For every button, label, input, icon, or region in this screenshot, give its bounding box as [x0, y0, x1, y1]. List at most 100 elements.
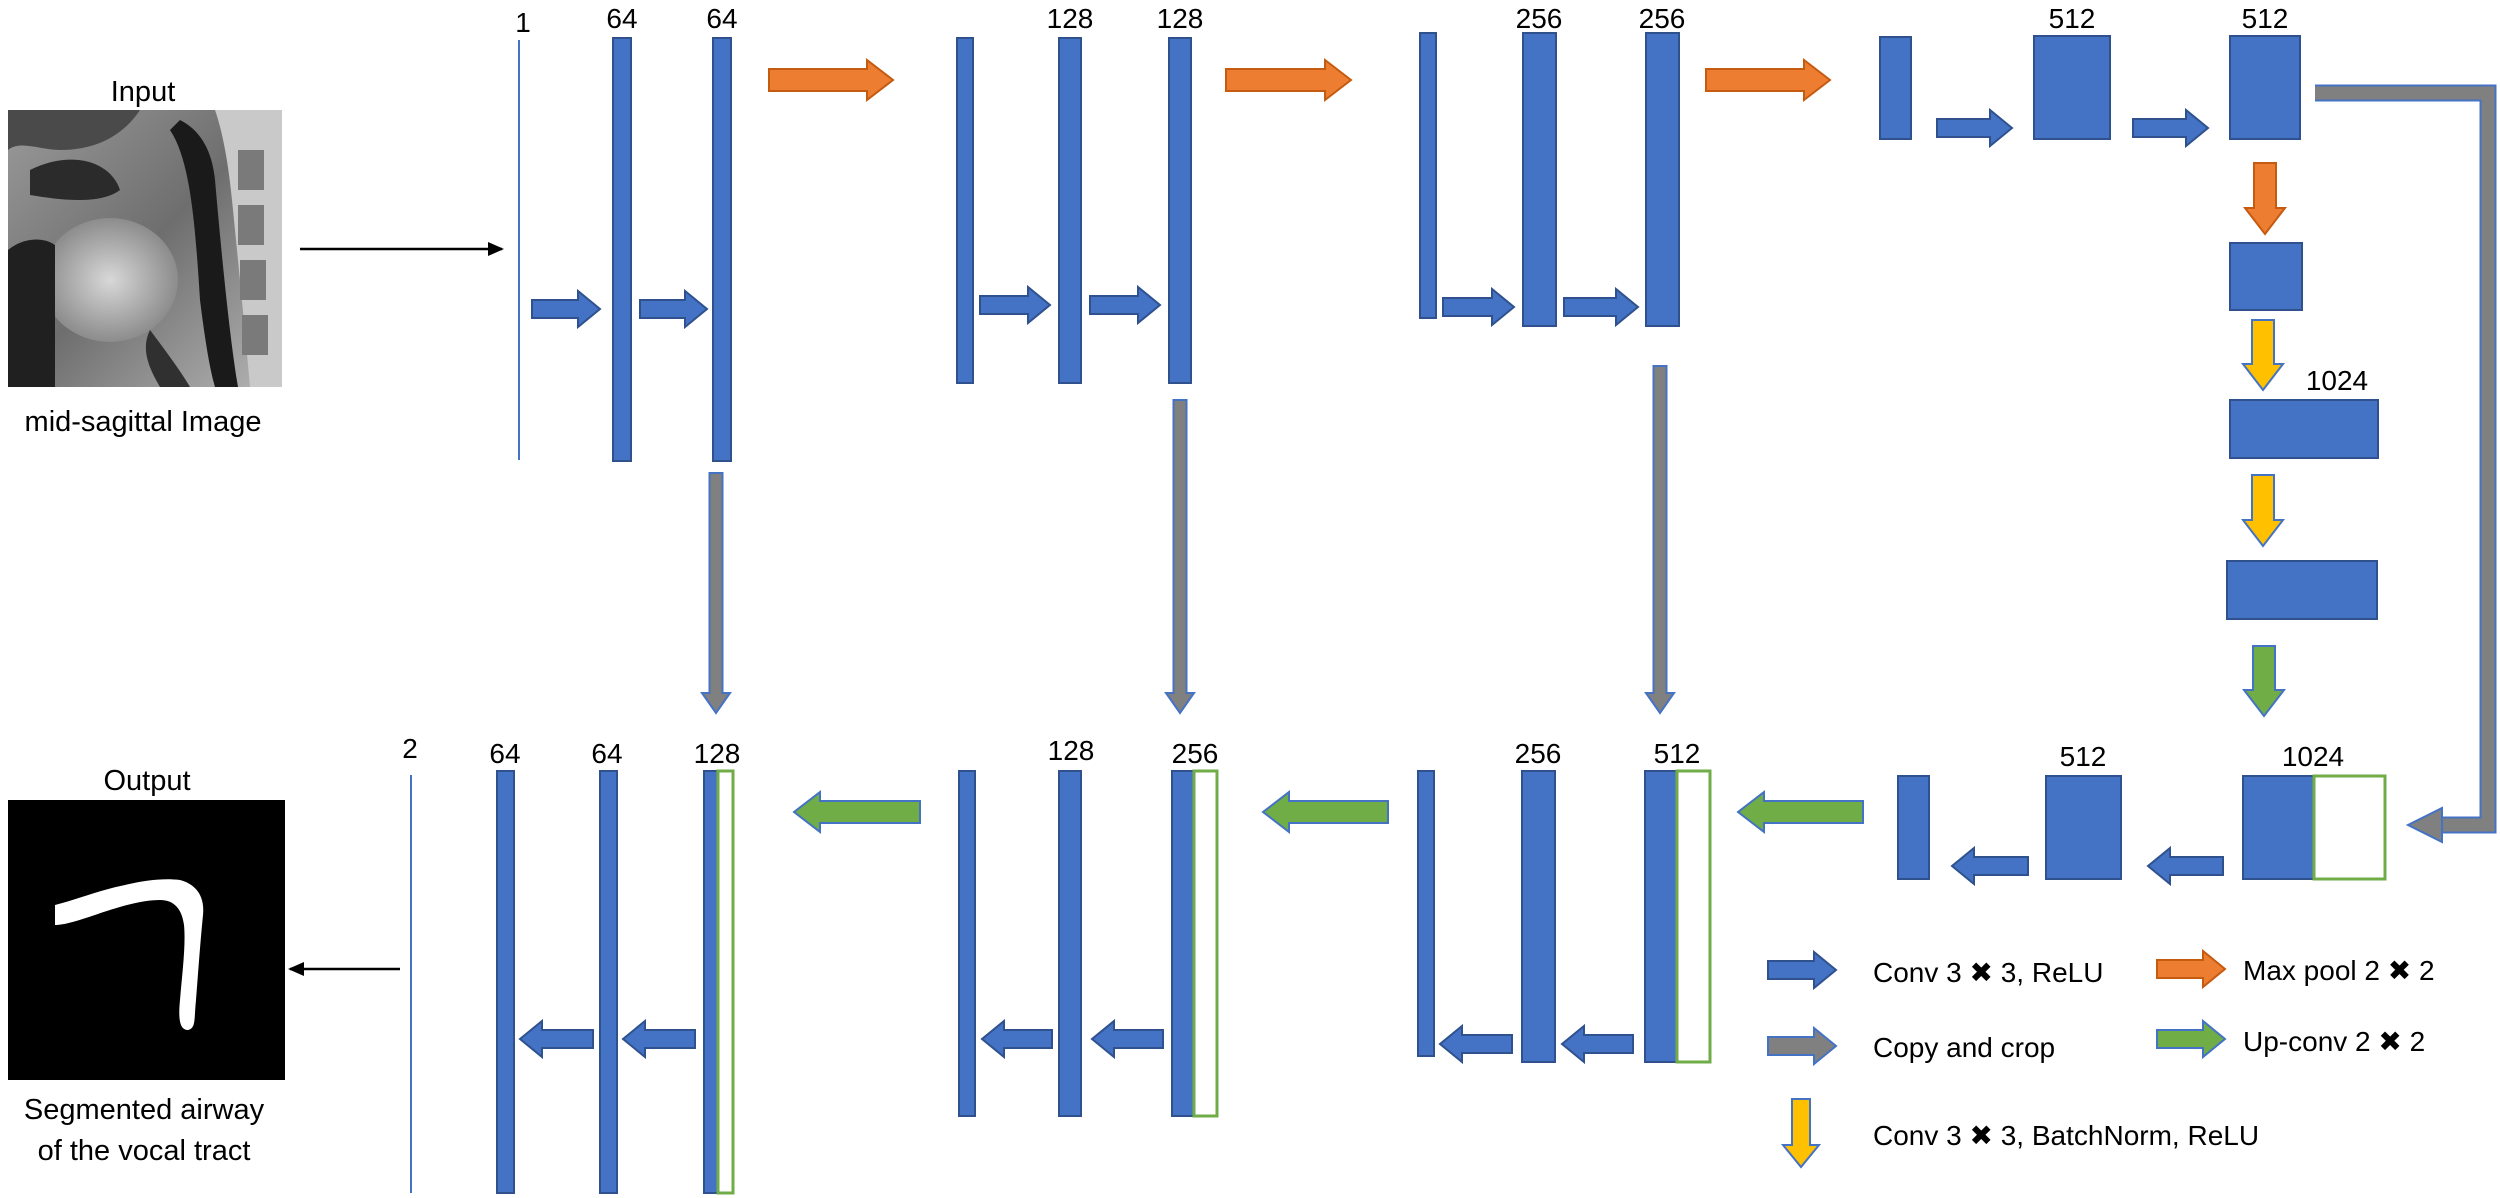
legend-upconv-arrow-icon — [2156, 1018, 2227, 1060]
output-title: Output — [103, 765, 190, 797]
dec4-skip-block — [2312, 774, 2387, 881]
dec1-concat-block — [703, 770, 719, 1194]
input-mri-image — [8, 110, 282, 387]
legend-batchnorm-arrow-icon — [1780, 1098, 1822, 1169]
legend: Conv 3 ✖ 3, ReLU Copy and crop Max pool … — [1873, 955, 2435, 1151]
legend-batchnorm-label: Conv 3 ✖ 3, BatchNorm, ReLU — [1873, 1120, 2259, 1151]
enc2-conv-arrow-1 — [979, 284, 1052, 326]
legend-maxpool-arrow-icon — [2156, 948, 2227, 990]
enc2-block-a — [1058, 37, 1082, 384]
arrow-layer — [518, 57, 2497, 1169]
dec3-block-a — [1521, 770, 1556, 1063]
enc1-conv-arrow-1 — [531, 288, 602, 330]
dec4-upconv-label: 1024 — [2282, 741, 2344, 772]
enc4-b-label: 512 — [2242, 3, 2289, 34]
batchnorm-arrow-2 — [2240, 474, 2286, 548]
legend-copy-arrow-icon — [1767, 1025, 1838, 1067]
dec4-block-a — [2045, 775, 2122, 880]
enc3-a-label: 256 — [1516, 3, 1563, 34]
output-caption-line1: Segmented airway — [24, 1094, 265, 1126]
dec3-skip-block — [1675, 769, 1712, 1064]
legend-copy-label: Copy and crop — [1873, 1032, 2055, 1063]
enc3-block-b — [1645, 32, 1680, 327]
maxpool-arrow-1 — [768, 57, 895, 103]
batchnorm-arrow-1 — [2240, 319, 2286, 392]
output-caption-line2: of the vocal tract — [38, 1135, 251, 1167]
output-panel: Output Segmented airway of the vocal tra… — [8, 765, 285, 1167]
enc2-conv-arrow-2 — [1089, 284, 1162, 326]
out-label: 2 — [402, 733, 418, 764]
maxpool-arrow-3 — [1705, 57, 1832, 103]
dec1-a-label: 64 — [591, 738, 622, 769]
dec2-concat-label: 256 — [1172, 738, 1219, 769]
copy-arrow-3 — [1644, 365, 1676, 715]
legend-conv-arrow-icon — [1767, 949, 1838, 991]
input-panel: Input mid-sagittal Image — [8, 76, 282, 438]
enc1-b-label: 64 — [706, 3, 737, 34]
dec2-conv-arrow-2 — [980, 1018, 1053, 1060]
legend-upconv-label: Up-conv 2 ✖ 2 — [2243, 1026, 2425, 1057]
dec2-conv-arrow-1 — [1090, 1018, 1164, 1060]
enc2-block-b — [1168, 37, 1192, 384]
copy-arrow-2 — [1164, 399, 1196, 715]
dec2-skip-block — [1192, 769, 1219, 1118]
dec3-conv-arrow-2 — [1438, 1023, 1513, 1065]
enc1-conv-arrow-2 — [639, 288, 709, 330]
input-title: Input — [111, 76, 176, 108]
upconv-arrow-1 — [792, 789, 921, 835]
enc1-block-a — [612, 37, 632, 462]
enc4-conv-arrow-1 — [1936, 107, 2014, 149]
dec3-conv-arrow-1 — [1560, 1023, 1634, 1065]
bottleneck-block-b — [2226, 560, 2378, 620]
enc1-in-label: 1 — [515, 7, 531, 38]
enc1-block-b — [712, 37, 732, 462]
copy-arrow-4 — [2315, 86, 2495, 832]
enc4-a-label: 512 — [2049, 3, 2096, 34]
dec3-a-label: 256 — [1515, 738, 1562, 769]
dec1-conv-arrow-1 — [621, 1018, 696, 1060]
enc2-block-in — [956, 37, 974, 384]
dec1-block-a — [599, 770, 618, 1194]
output-mask-image — [8, 800, 285, 1080]
dec4-conv-arrow-2 — [1950, 845, 2029, 887]
dec2-concat-block — [1171, 770, 1195, 1117]
enc3-block-in — [1419, 32, 1437, 319]
dec2-block-b — [958, 770, 976, 1117]
copy-arrow-4-head — [2405, 806, 2443, 844]
upconv-arrow-3 — [1736, 789, 1864, 835]
dec1-skip-block — [716, 769, 735, 1195]
dec1-conv-arrow-2 — [518, 1018, 594, 1060]
enc4-conv-arrow-2 — [2132, 107, 2210, 149]
dec2-a-label: 128 — [1048, 735, 1095, 766]
enc1-a-label: 64 — [606, 3, 637, 34]
maxpool-arrow-4 — [2242, 162, 2288, 236]
upconv-arrow-4 — [2241, 645, 2287, 718]
bottleneck-label: 1024 — [2306, 365, 2368, 396]
dec1-b-label: 64 — [489, 738, 520, 769]
legend-maxpool-label: Max pool 2 ✖ 2 — [2243, 955, 2435, 986]
dec3-concat-label: 512 — [1654, 738, 1701, 769]
upconv-arrow-2 — [1261, 789, 1389, 835]
maxpool-arrow-2 — [1225, 57, 1353, 103]
dec1-block-b — [496, 770, 515, 1194]
enc3-b-label: 256 — [1639, 3, 1686, 34]
copy-arrow-1 — [700, 472, 732, 715]
dec2-block-a — [1058, 770, 1082, 1117]
dec1-concat-label: 128 — [694, 738, 741, 769]
dec4-upconv-block — [2242, 775, 2315, 880]
bottleneck-block-a — [2229, 399, 2379, 459]
input-caption: mid-sagittal Image — [25, 406, 262, 438]
dec3-block-b — [1417, 770, 1435, 1057]
enc4-block-in — [1879, 36, 1912, 140]
enc2-b-label: 128 — [1157, 3, 1204, 34]
enc4-block-b — [2229, 35, 2301, 140]
enc3-conv-arrow-1 — [1442, 286, 1516, 328]
dec4-a-label: 512 — [2060, 741, 2107, 772]
dec3-concat-block — [1644, 770, 1678, 1063]
dec4-block-b — [1897, 775, 1930, 880]
enc2-a-label: 128 — [1047, 3, 1094, 34]
bottleneck-pooled-block — [2229, 242, 2303, 311]
legend-conv-label: Conv 3 ✖ 3, ReLU — [1873, 957, 2103, 988]
